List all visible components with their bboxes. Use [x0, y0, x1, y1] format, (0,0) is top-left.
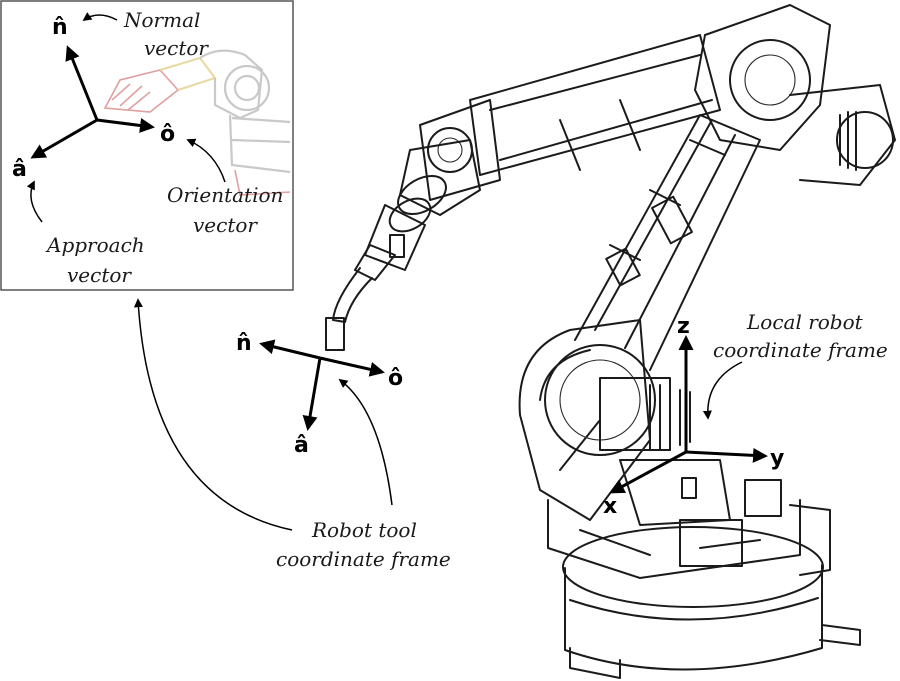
normal-pointer — [82, 12, 118, 22]
local-frame-label-line2: coordinate frame — [713, 338, 888, 362]
robot-upper-arm — [419, 4, 896, 201]
local-frame-label-line1: Local robot — [746, 310, 864, 334]
tool-o-label: ô — [388, 366, 403, 391]
local-x-label: x — [603, 494, 617, 519]
robot-torch — [325, 139, 481, 351]
local-frame-pointer — [702, 361, 743, 420]
inset-a-label: â — [12, 157, 27, 182]
robot-shoulder — [518, 319, 731, 526]
inset-panel: n̂ ô â Normal vector Orientation vector … — [0, 0, 294, 291]
local-y-label: y — [770, 446, 784, 471]
local-frame: z y x Local robot coordinate frame — [603, 310, 888, 519]
robot-lower-arm — [574, 114, 761, 371]
normal-label-line1: Normal — [123, 8, 200, 32]
approach-label-line1: Approach — [45, 233, 145, 257]
inset-n-label: n̂ — [52, 15, 68, 40]
local-z-label: z — [677, 314, 690, 339]
normal-label-line2: vector — [144, 36, 209, 60]
inset-o-label: ô — [160, 122, 175, 147]
local-x-arrow — [609, 450, 687, 494]
inset-orientation-vector-arrow — [96, 118, 155, 133]
orientation-pointer — [186, 138, 226, 183]
tool-orientation-arrow — [319, 356, 385, 377]
tool-frame-label-line2: coordinate frame — [276, 547, 451, 571]
approach-pointer — [26, 180, 43, 223]
robot-arm-drawing — [325, 4, 896, 679]
orientation-label-line1: Orientation — [167, 183, 283, 207]
tool-normal-arrow — [259, 339, 321, 360]
robot-base — [547, 479, 861, 679]
orientation-label-line2: vector — [193, 213, 258, 237]
inset-approach-vector-arrow — [30, 118, 98, 159]
inset-normal-vector-arrow — [65, 45, 99, 121]
approach-label-line2: vector — [67, 263, 132, 287]
tool-approach-arrow — [302, 357, 322, 431]
inset-callout-pointer — [133, 298, 293, 531]
tool-frame-label-line1: Robot tool — [311, 518, 417, 542]
tool-a-label: â — [294, 433, 309, 458]
inset-ghost-torch — [103, 49, 291, 196]
tool-n-label: n̂ — [236, 331, 252, 356]
tool-frame-pointer — [338, 378, 393, 506]
local-y-arrow — [685, 447, 768, 463]
tool-frame: n̂ ô â Robot tool coordinate frame — [133, 298, 451, 571]
inset-border — [0, 0, 294, 291]
